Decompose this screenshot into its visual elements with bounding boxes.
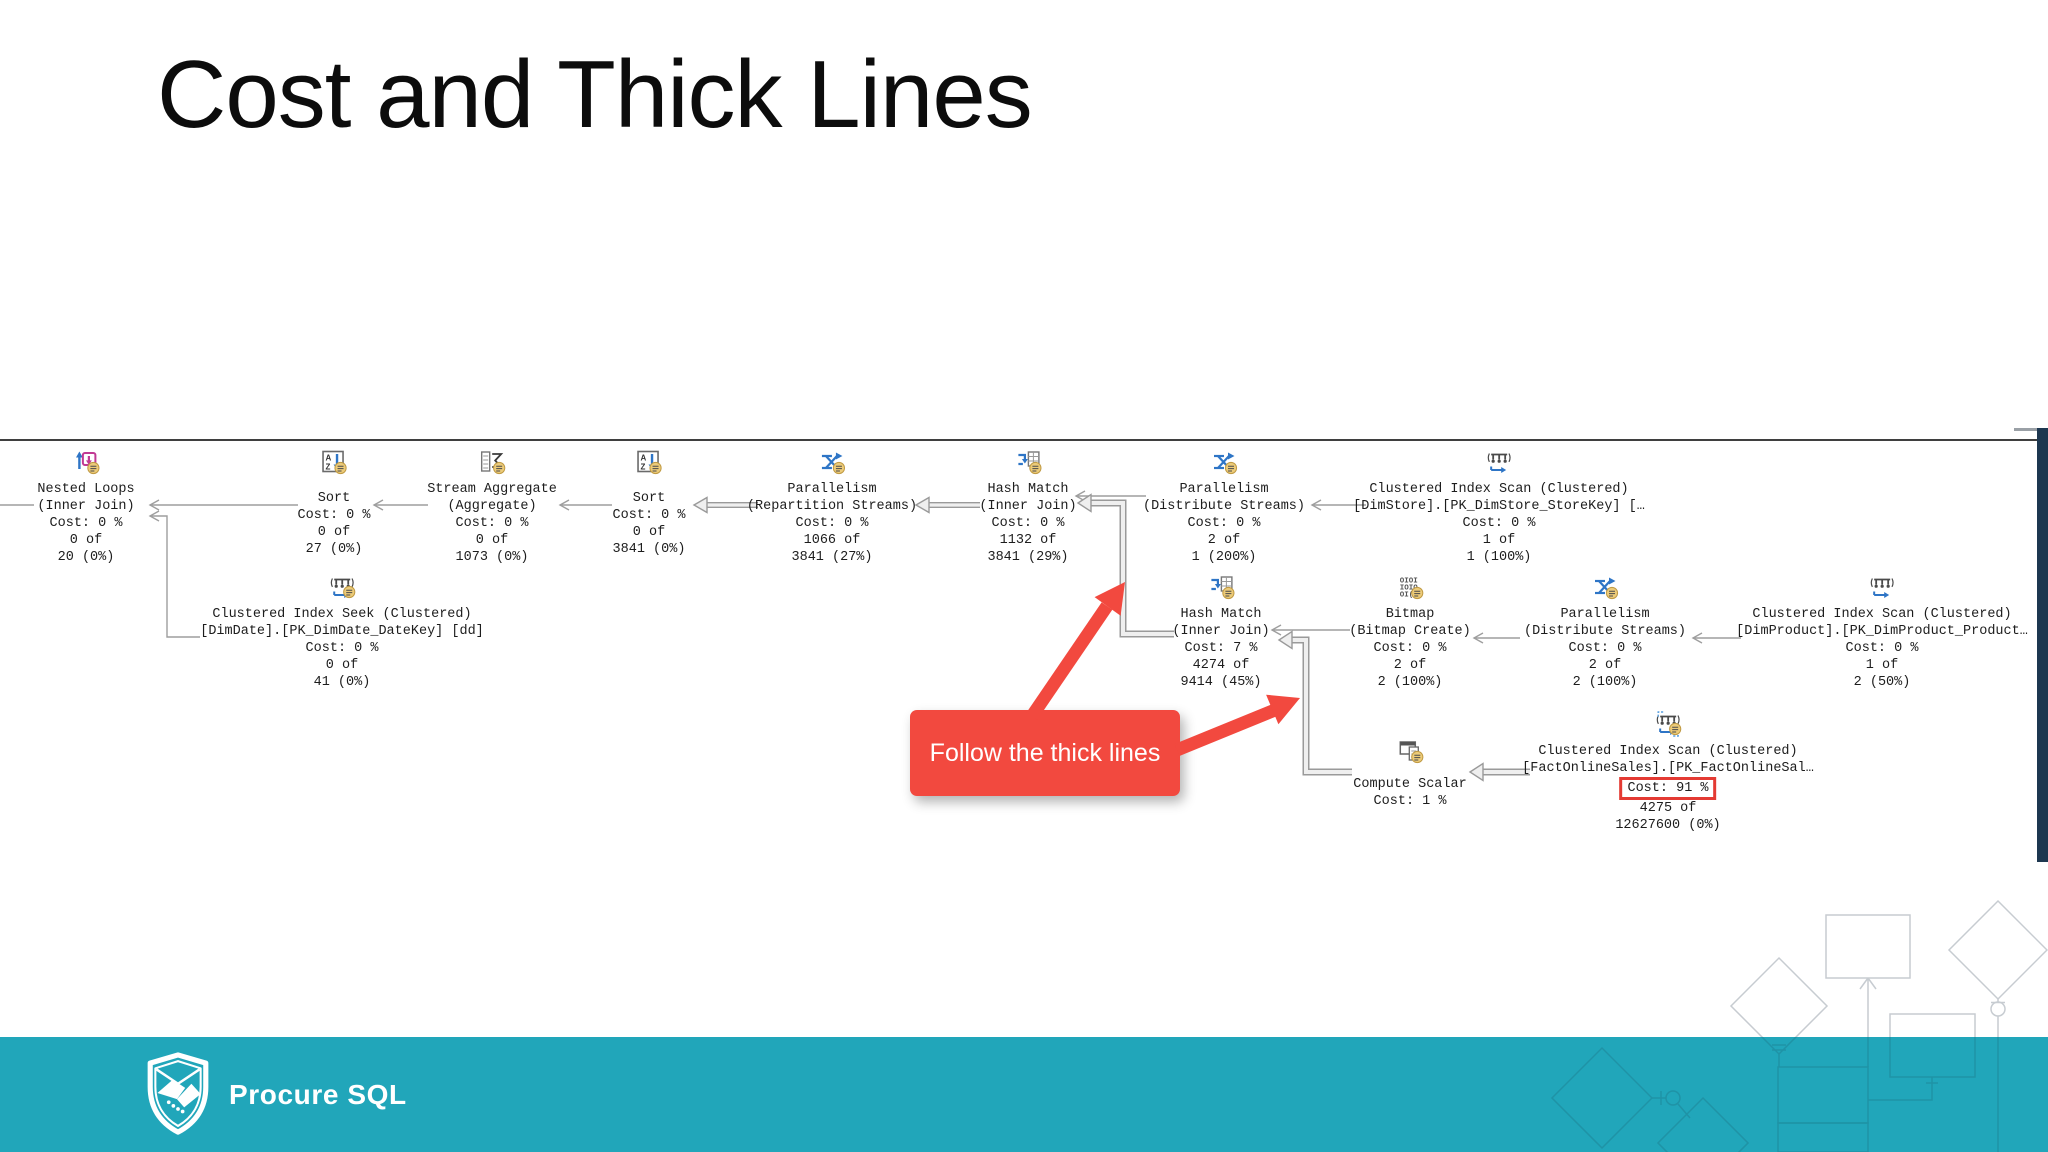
handshake-shield-icon bbox=[147, 1052, 209, 1135]
red-arrow-right bbox=[1174, 694, 1300, 757]
plan-node-hash-match-lower[interactable]: Hash Match (Inner Join) Cost: 7 % 4274 o… bbox=[1172, 573, 1270, 691]
red-arrow-up-left bbox=[1026, 582, 1125, 720]
parallelism-icon bbox=[1524, 573, 1686, 603]
plan-node-scan-dimstore[interactable]: Clustered Index Scan (Clustered) [DimSto… bbox=[1353, 448, 1645, 566]
parallelism-icon bbox=[747, 448, 917, 478]
clustered-index-scan-icon bbox=[1353, 448, 1645, 478]
plan-node-parallelism-repartition[interactable]: Parallelism (Repartition Streams) Cost: … bbox=[747, 448, 917, 566]
bitmap-icon bbox=[1349, 573, 1471, 603]
plan-node-parallelism-distribute-2[interactable]: Parallelism (Distribute Streams) Cost: 0… bbox=[1524, 573, 1686, 691]
plan-node-sort-1[interactable]: Sort Cost: 0 % 0 of 27 (0%) bbox=[298, 448, 371, 558]
nested-loops-icon bbox=[37, 448, 134, 478]
clustered-index-scan-icon bbox=[1522, 710, 1814, 740]
hash-match-icon bbox=[1172, 573, 1269, 603]
edge-tick bbox=[2014, 428, 2038, 431]
plan-node-seek-dimdate[interactable]: Clustered Index Seek (Clustered) [DimDat… bbox=[200, 573, 484, 691]
plan-area-top-border bbox=[0, 439, 2048, 441]
plan-node-hash-match-top[interactable]: Hash Match (Inner Join) Cost: 0 % 1132 o… bbox=[979, 448, 1077, 566]
plan-node-nested-loops[interactable]: Nested Loops (Inner Join) Cost: 0 % 0 of… bbox=[37, 448, 135, 566]
parallelism-icon bbox=[1143, 448, 1305, 478]
cost-highlight-box: Cost: 91 % bbox=[1619, 777, 1717, 800]
plan-node-bitmap[interactable]: Bitmap (Bitmap Create) Cost: 0 % 2 of 2 … bbox=[1349, 573, 1471, 691]
clustered-index-scan-icon bbox=[1736, 573, 2028, 603]
plan-node-sort-2[interactable]: Sort Cost: 0 % 0 of 3841 (0%) bbox=[613, 448, 686, 558]
compute-scalar-icon bbox=[1353, 737, 1466, 767]
brand-name: Procure SQL bbox=[229, 1078, 407, 1110]
sort-icon bbox=[298, 448, 371, 478]
hash-match-icon bbox=[979, 448, 1076, 478]
window-edge-bar bbox=[2037, 428, 2048, 862]
plan-node-scan-factonlinesales[interactable]: Clustered Index Scan (Clustered) [FactOn… bbox=[1522, 710, 1814, 834]
plan-node-scan-dimproduct[interactable]: Clustered Index Scan (Clustered) [DimPro… bbox=[1736, 573, 2028, 691]
clustered-index-seek-icon bbox=[200, 573, 484, 603]
annotation-label: Follow the thick lines bbox=[929, 738, 1161, 767]
plan-node-compute-scalar[interactable]: Compute Scalar Cost: 1 % bbox=[1353, 737, 1467, 810]
plan-node-stream-aggregate[interactable]: Stream Aggregate (Aggregate) Cost: 0 % 0… bbox=[427, 448, 557, 566]
sort-icon bbox=[613, 448, 686, 478]
annotation-callout: Follow the thick lines bbox=[910, 710, 1180, 796]
slide-title: Cost and Thick Lines bbox=[157, 41, 1033, 148]
stream-aggregate-icon bbox=[427, 448, 557, 478]
plan-node-parallelism-distribute-1[interactable]: Parallelism (Distribute Streams) Cost: 0… bbox=[1143, 448, 1305, 566]
